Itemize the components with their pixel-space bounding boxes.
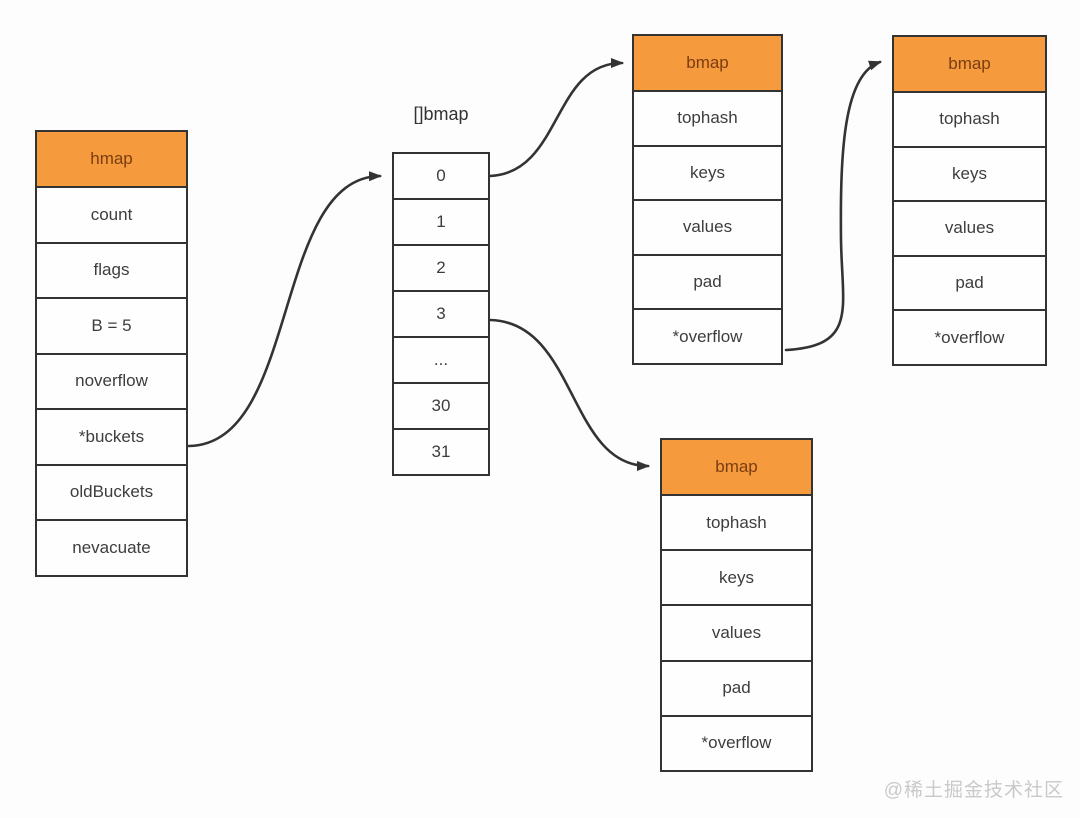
bucket-array-cell-0: 0 xyxy=(392,152,490,200)
bmap-bucket3-row-pad: pad xyxy=(660,659,813,717)
bmap-table-overflow: bmap tophash keys values pad *overflow xyxy=(892,35,1047,366)
arrow-overflow-to-bmap xyxy=(784,60,882,352)
bmap-table-bucket0: bmap tophash keys values pad *overflow xyxy=(632,34,783,365)
bmap-bucket3-header: bmap xyxy=(660,438,813,496)
hmap-row-count: count xyxy=(35,186,188,244)
bmap-overflow-row-keys: keys xyxy=(892,145,1047,203)
bucket-array-label: []bmap xyxy=(413,104,469,124)
bmap-overflow-header: bmap xyxy=(892,35,1047,93)
bmap-bucket0-row-pad: pad xyxy=(632,253,783,311)
hmap-header: hmap xyxy=(35,130,188,188)
bmap-bucket0-row-values: values xyxy=(632,199,783,256)
bmap-overflow-row-values: values xyxy=(892,200,1047,257)
hmap-row-nevacuate: nevacuate xyxy=(35,519,188,577)
hmap-row-noverflow: noverflow xyxy=(35,352,188,410)
arrow-buckets-to-array xyxy=(187,171,382,448)
bmap-overflow-row-pad: pad xyxy=(892,254,1047,312)
bmap-bucket0-row-overflow: *overflow xyxy=(632,308,783,365)
bucket-array-cell-ellipsis: ... xyxy=(392,336,490,384)
bmap-overflow-row-tophash: tophash xyxy=(892,91,1047,148)
arrow-cell3-to-bmap xyxy=(488,318,650,471)
bucket-array-cell-2: 2 xyxy=(392,244,490,292)
bmap-bucket0-header: bmap xyxy=(632,34,783,92)
bmap-table-bucket3: bmap tophash keys values pad *overflow xyxy=(660,438,813,772)
bucket-array-cell-3: 3 xyxy=(392,290,490,338)
bmap-bucket3-row-values: values xyxy=(660,604,813,662)
bmap-bucket0-row-tophash: tophash xyxy=(632,90,783,147)
bmap-bucket3-row-keys: keys xyxy=(660,549,813,607)
hmap-row-flags: flags xyxy=(35,241,188,299)
bmap-bucket3-row-overflow: *overflow xyxy=(660,714,813,772)
watermark: @稀土掘金技术社区 xyxy=(883,780,1064,801)
hmap-row-buckets: *buckets xyxy=(35,408,188,466)
bucket-array-cell-1: 1 xyxy=(392,198,490,246)
bucket-array-cell-30: 30 xyxy=(392,382,490,430)
hmap-table: hmap count flags B = 5 noverflow *bucket… xyxy=(35,130,188,577)
bucket-array-table: 0 1 2 3 ... 30 31 xyxy=(392,152,490,476)
bmap-bucket0-row-keys: keys xyxy=(632,144,783,202)
arrow-cell0-to-bmap xyxy=(488,58,624,178)
bmap-overflow-row-overflow: *overflow xyxy=(892,309,1047,366)
hmap-row-b: B = 5 xyxy=(35,297,188,355)
bucket-array-cell-31: 31 xyxy=(392,428,490,476)
bmap-bucket3-row-tophash: tophash xyxy=(660,494,813,552)
hmap-row-oldbuckets: oldBuckets xyxy=(35,463,188,521)
